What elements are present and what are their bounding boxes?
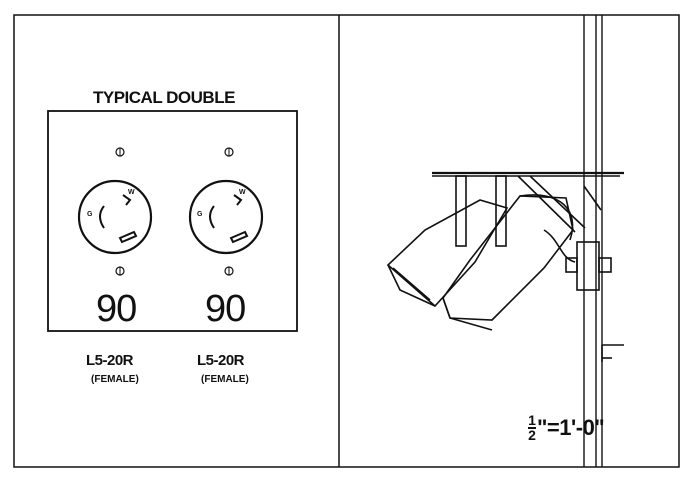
mounting-bracket [432, 171, 624, 247]
scale-fraction: 1 2 [528, 412, 536, 443]
outlet-type-1: (FEMALE) [91, 374, 139, 385]
outlet-receptacle-1: G W [77, 147, 153, 276]
scale-denominator: 2 [528, 427, 536, 443]
outlet-type-2: (FEMALE) [201, 374, 249, 385]
sheet-border [13, 14, 680, 468]
outlet-model-1: L5-20R [86, 352, 134, 369]
scale-numerator: 1 [528, 412, 536, 428]
mounting-pole [583, 15, 603, 467]
spotlight-fixture-right [442, 194, 576, 331]
receptacle-face-2 [188, 179, 264, 255]
plate-heading: TYPICAL DOUBLE [93, 88, 235, 107]
scale-value: "=1'-0" [537, 415, 605, 440]
fraction-bar [528, 427, 536, 429]
outlet-receptacle-2: G W [188, 147, 264, 276]
outlet-number-1: 90 [96, 288, 137, 330]
ground-label-1: G [87, 211, 93, 218]
receptacle-face-1 [77, 179, 153, 255]
white-label-2: W [239, 189, 246, 196]
white-label-1: W [128, 189, 135, 196]
clamp-assembly [565, 241, 624, 362]
outlet-model-2: L5-20R [197, 352, 245, 369]
ground-label-2: G [197, 211, 203, 218]
spotlight-fixture-left [386, 199, 509, 308]
scale-note: 1 2 "=1'-0" [528, 412, 605, 443]
cover-plate [47, 110, 298, 332]
outlet-number-2: 90 [205, 288, 246, 330]
